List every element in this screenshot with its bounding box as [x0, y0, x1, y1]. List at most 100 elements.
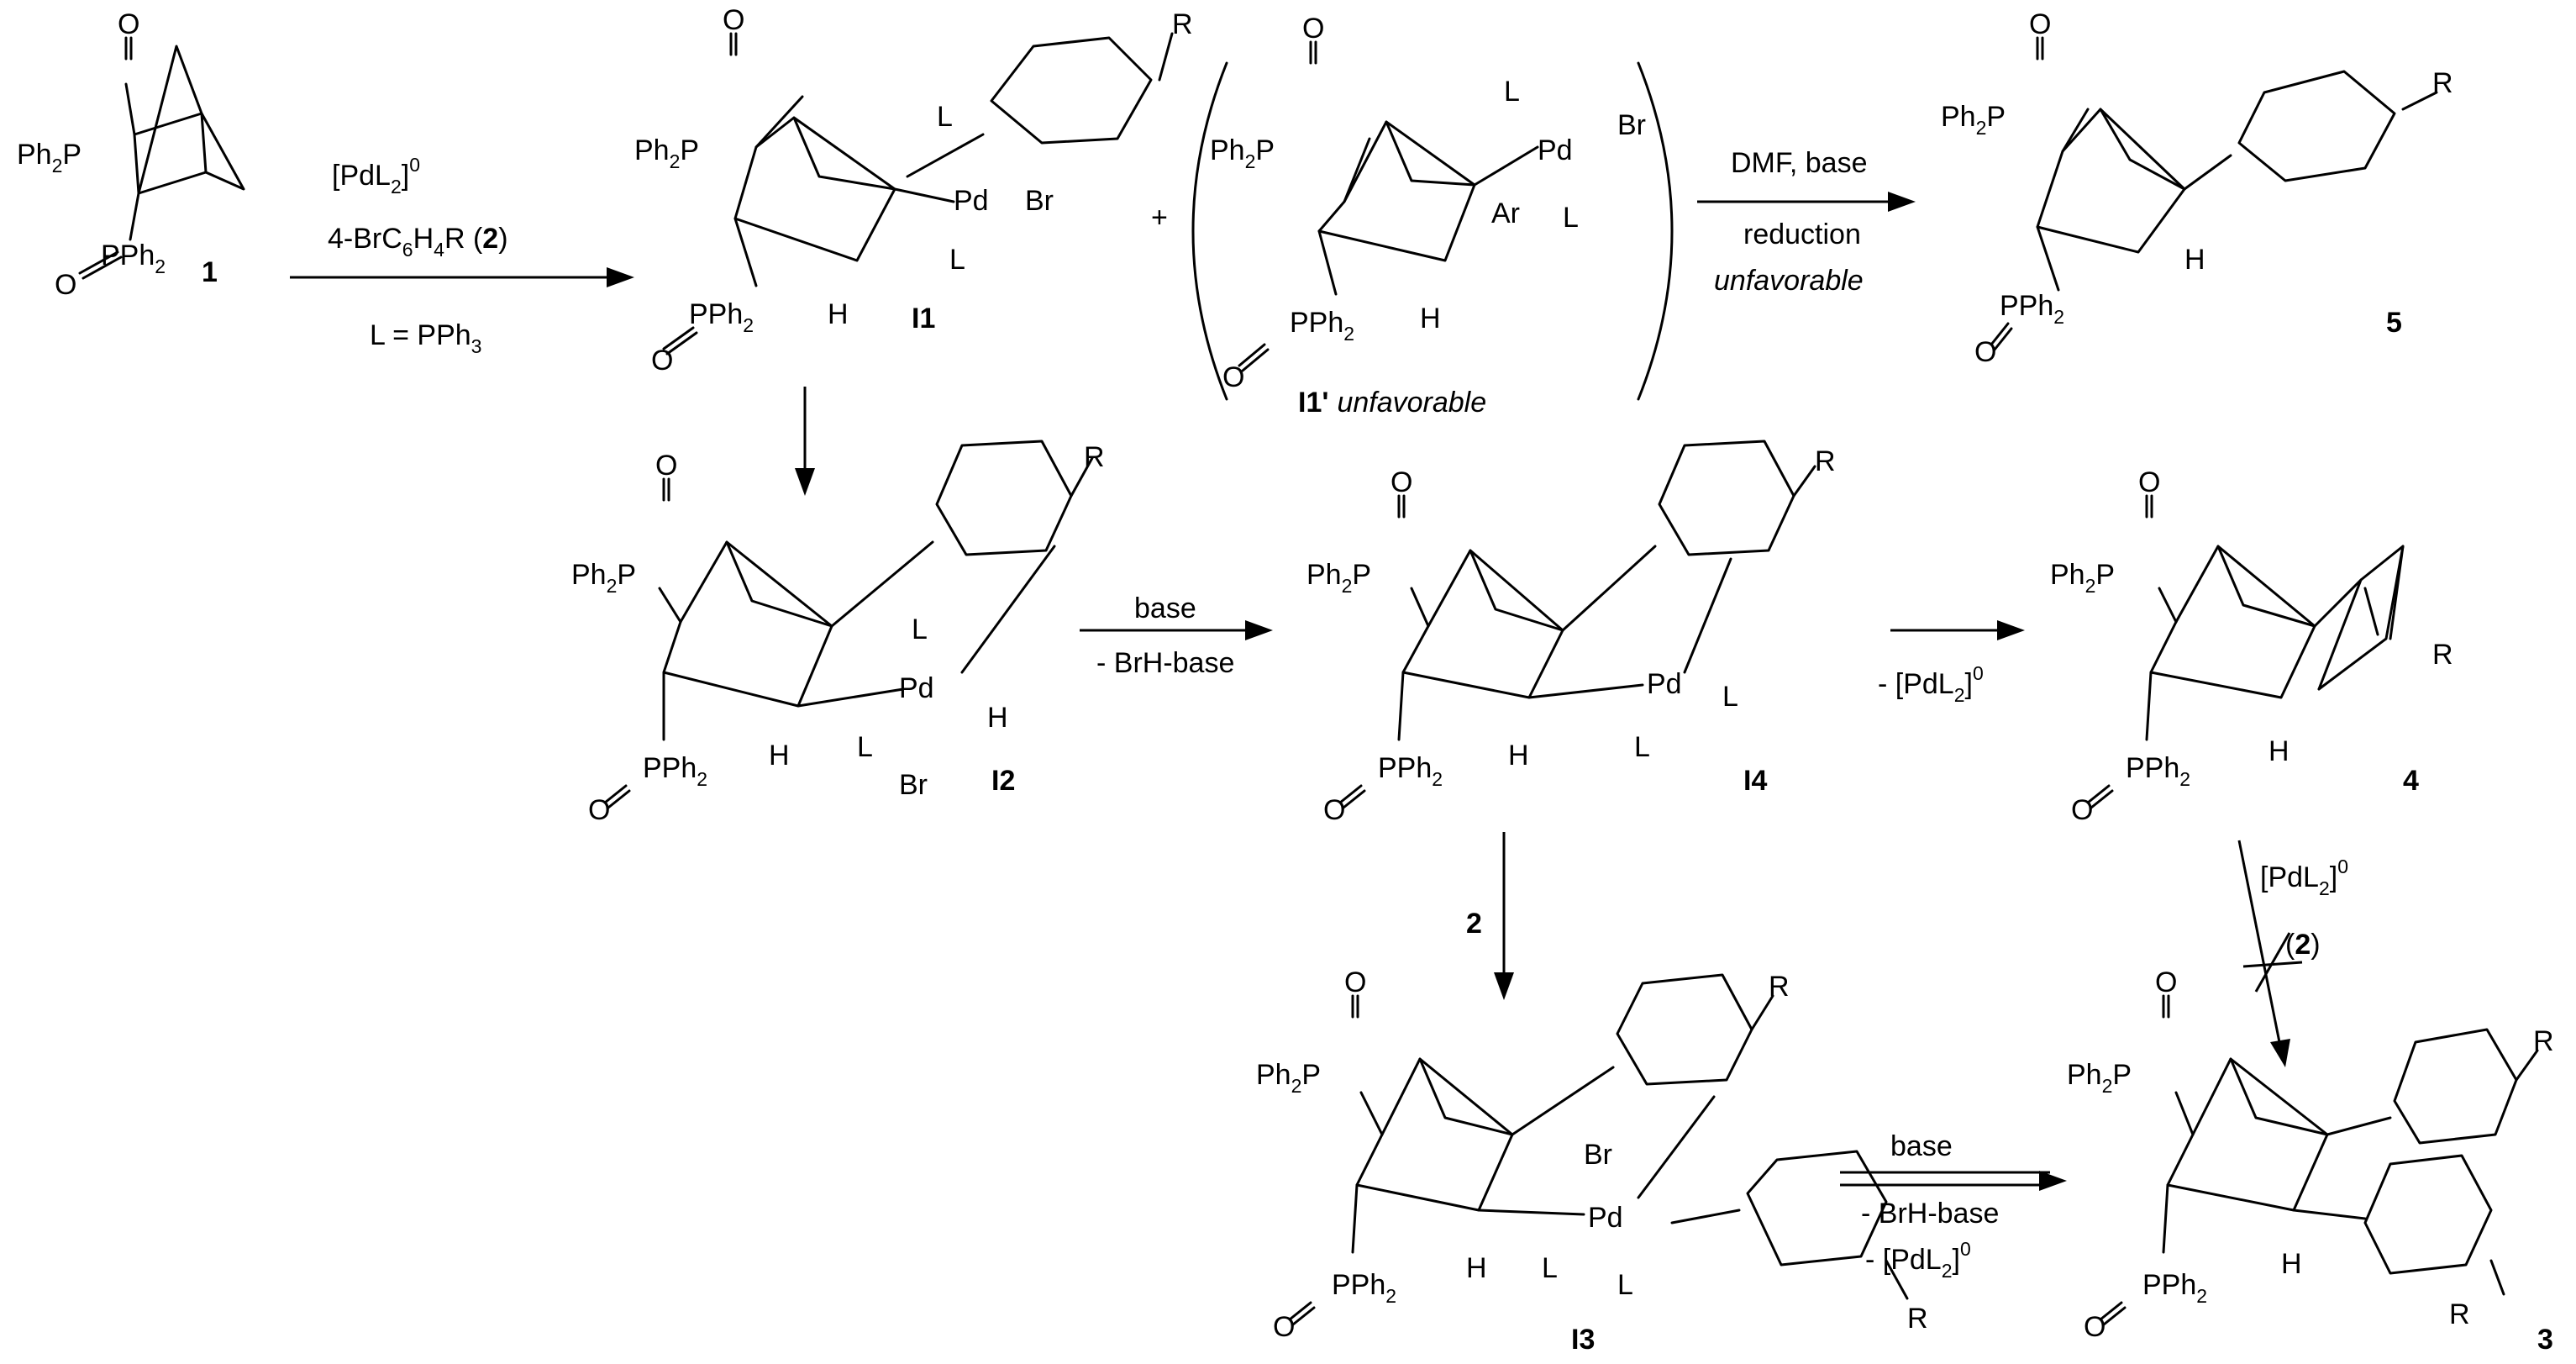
arrow-7: base - BrH-base - [PdL2]0 [1840, 1130, 2067, 1282]
svg-text:PPh2: PPh2 [101, 240, 166, 277]
intermediate-i3: Ph2P O PPh2 O H Pd Br L L R R I3 [1256, 966, 1928, 1356]
svg-text:R: R [1084, 441, 1105, 473]
svg-text:- BrH-base: - BrH-base [1861, 1198, 1999, 1230]
svg-text:Ph2P: Ph2P [2067, 1059, 2132, 1097]
compound-1: Ph2P O PPh2 O 1 [17, 8, 245, 301]
svg-text:Pd: Pd [1647, 668, 1682, 700]
svg-text:unfavorable: unfavorable [1714, 265, 1864, 297]
svg-text:Pd: Pd [1588, 1202, 1623, 1234]
svg-text:[PdL2]0: [PdL2]0 [332, 154, 420, 197]
svg-text:[PdL2]0: [PdL2]0 [2260, 856, 2348, 899]
svg-text:Pd: Pd [954, 185, 989, 217]
label-i4: I4 [1743, 765, 1767, 797]
svg-text:O: O [1302, 13, 1324, 45]
svg-text:4-BrC6H4R (2): 4-BrC6H4R (2) [328, 223, 508, 261]
svg-text:2: 2 [1466, 908, 1482, 940]
svg-text:H: H [828, 298, 849, 330]
svg-text:L: L [1542, 1252, 1558, 1284]
svg-text:Br: Br [1617, 109, 1646, 141]
svg-text:H: H [2268, 735, 2289, 767]
label-1: 1 [202, 256, 218, 288]
svg-text:reduction: reduction [1743, 219, 1861, 250]
svg-text:Ar: Ar [1491, 197, 1520, 229]
svg-text:- [PdL2]0: - [PdL2]0 [1878, 662, 1984, 706]
label-i1: I1 [912, 303, 935, 334]
svg-text:Br: Br [1025, 185, 1054, 217]
compound-5: Ph2P O PPh2 O H R 5 [1941, 8, 2453, 368]
svg-text:- [PdL2]0: - [PdL2]0 [1865, 1238, 1971, 1282]
arrow-4: - [PdL2]0 [1878, 620, 2025, 706]
arrow-5: 2 [1466, 832, 1514, 1000]
svg-text:R: R [1172, 8, 1193, 40]
svg-text:O: O [2138, 466, 2160, 498]
svg-text:PPh2: PPh2 [1290, 307, 1354, 345]
svg-text:Ph2P: Ph2P [2050, 559, 2115, 597]
intermediate-i4: Ph2P O PPh2 O H Pd L L R I4 [1306, 440, 1836, 826]
svg-text:R: R [2533, 1025, 2554, 1057]
svg-text:H: H [769, 740, 790, 772]
svg-text:H: H [987, 702, 1008, 734]
svg-text:DMF, base: DMF, base [1731, 147, 1868, 179]
label-i1-prime: I1'unfavorable [1298, 387, 1486, 419]
svg-text:L: L [912, 614, 928, 645]
svg-text:Ph2P: Ph2P [571, 559, 636, 597]
label-3: 3 [2537, 1324, 2553, 1356]
svg-text:L: L [949, 244, 965, 276]
arrow-3: base - BrH-base [1080, 592, 1273, 679]
plus-sign: + [1151, 202, 1168, 234]
svg-text:O: O [2155, 966, 2177, 998]
svg-text:O: O [1273, 1311, 1295, 1343]
arrow-1: [PdL2]0 4-BrC6H4R (2) L = PPh3 [290, 154, 634, 357]
svg-text:R: R [1769, 971, 1790, 1003]
label-5: 5 [2386, 307, 2402, 339]
svg-text:H: H [1466, 1252, 1487, 1284]
arrow-i1-to-i2 [795, 387, 815, 496]
svg-text:base: base [1890, 1130, 1953, 1162]
svg-text:O: O [655, 450, 677, 482]
arrow-6-blocked: [PdL2]0 (2) [2237, 840, 2348, 1067]
svg-text:L: L [937, 101, 953, 133]
svg-text:O: O [723, 4, 744, 36]
svg-text:Ph2P: Ph2P [634, 134, 699, 172]
label-i3: I3 [1571, 1324, 1595, 1356]
svg-text:PPh2: PPh2 [2000, 290, 2064, 328]
svg-text:L: L [1722, 681, 1738, 713]
svg-text:R: R [1907, 1303, 1928, 1335]
svg-text:R: R [1815, 445, 1836, 477]
svg-text:O: O [2071, 794, 2093, 826]
svg-text:O: O [118, 8, 139, 40]
arrow-2: DMF, base reduction unfavorable [1697, 147, 1916, 297]
svg-text:Pd: Pd [899, 672, 934, 704]
svg-text:PPh2: PPh2 [1332, 1269, 1396, 1307]
svg-text:R: R [2449, 1298, 2470, 1330]
svg-text:Pd: Pd [1538, 134, 1573, 166]
svg-text:L: L [1504, 76, 1520, 108]
svg-text:base: base [1134, 592, 1196, 624]
svg-text:O: O [1323, 794, 1345, 826]
svg-text:L: L [1563, 202, 1579, 234]
svg-text:H: H [1508, 740, 1529, 772]
svg-text:L: L [1617, 1269, 1633, 1301]
svg-text:Ph2P: Ph2P [17, 139, 81, 176]
svg-text:PPh2: PPh2 [2142, 1269, 2207, 1307]
svg-text:R: R [2432, 67, 2453, 99]
svg-text:L = PPh3: L = PPh3 [370, 319, 481, 357]
svg-text:Br: Br [1584, 1139, 1612, 1171]
svg-text:O: O [55, 269, 76, 301]
svg-text:O: O [2084, 1311, 2105, 1343]
svg-text:PPh2: PPh2 [2126, 752, 2190, 790]
svg-text:H: H [1420, 303, 1441, 334]
intermediate-i1: Ph2P O PPh2 O H Pd Br L L R I1 [634, 4, 1193, 377]
label-i2: I2 [991, 765, 1015, 797]
label-4: 4 [2403, 765, 2419, 797]
svg-text:(2): (2) [2285, 929, 2321, 961]
svg-text:Ph2P: Ph2P [1256, 1059, 1321, 1097]
svg-text:O: O [1974, 336, 1996, 368]
intermediate-i2: Ph2P O PPh2 O H Pd L L H Br R I2 [571, 440, 1105, 826]
svg-text:O: O [651, 345, 673, 377]
svg-text:- BrH-base: - BrH-base [1096, 647, 1234, 679]
compound-3: Ph2P O PPh2 O H R R 3 [2067, 966, 2554, 1356]
svg-text:O: O [1391, 466, 1412, 498]
svg-text:O: O [2029, 8, 2051, 40]
svg-text:Ph2P: Ph2P [1210, 134, 1275, 172]
